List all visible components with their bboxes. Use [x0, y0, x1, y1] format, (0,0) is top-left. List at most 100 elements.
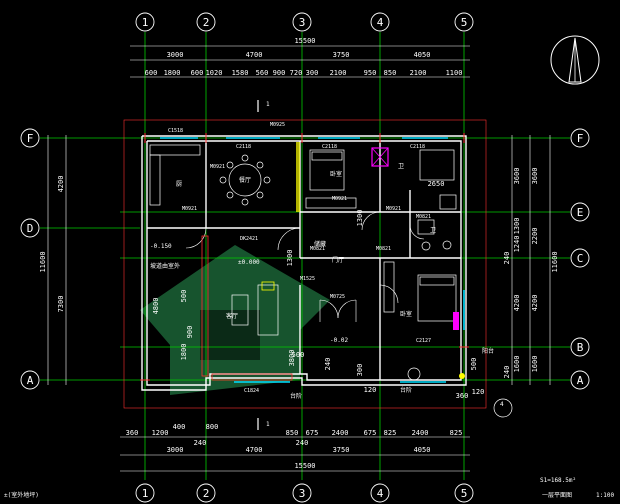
dim-local-7: 240 [324, 358, 332, 371]
dim-local-10: 3800 [288, 350, 296, 367]
dim-local-11: 120 [472, 388, 485, 396]
bubble-bottom-5: 5 [454, 483, 474, 503]
bubble-left-D: D [20, 218, 40, 238]
bubble-bottom-4-label: 4 [377, 487, 384, 500]
area-label: S1=168.5m² [540, 477, 576, 484]
elevation-3: -0.02 [330, 337, 348, 344]
dim-local-4: 500 [180, 290, 188, 303]
wardrobe-1 [305, 197, 357, 209]
dim-top-detail-4: 1020 [206, 69, 223, 77]
sofa-table [231, 294, 249, 326]
stair-left: 台阶 [290, 392, 302, 400]
dim-bottom-detail-9: 825 [384, 429, 397, 437]
bubble-top-3: 3 [292, 12, 312, 32]
color-markers [201, 142, 465, 381]
red-ticks [140, 133, 469, 381]
balcony-table [407, 367, 421, 381]
dim-local-1: 2650 [428, 180, 445, 188]
bubble-top-2: 2 [196, 12, 216, 32]
section-mark-4: 4 [500, 401, 504, 408]
dim-bottom-detail-7: 2400 [332, 429, 349, 437]
code-door-5: M0921 [386, 206, 401, 212]
dining-chair-8 [256, 191, 264, 199]
furniture [149, 144, 457, 381]
kitchen-counter-side [149, 154, 161, 206]
dim-local-3: 1300 [286, 250, 294, 267]
bubble-bottom-1: 1 [135, 483, 155, 503]
bubble-bottom-5-label: 5 [461, 487, 468, 500]
room-labels: 厨 餐厅 卧室 卫 卫 客厅 卧室 门厅 储藏 阳台 [176, 163, 494, 355]
section-mark-top: 1 [266, 101, 270, 108]
dim-top-detail-7: 900 [273, 69, 286, 77]
code-door-1: M0925 [270, 122, 285, 128]
dim-top-detail-3: 600 [191, 69, 204, 77]
door-arc-7 [409, 224, 425, 240]
code-door-8: M0821 [310, 246, 325, 252]
outer-frame [123, 119, 487, 409]
marker-magenta-1 [371, 147, 389, 167]
bubble-left-D-label: D [27, 222, 34, 235]
door-arc-3 [319, 299, 339, 319]
code-door-9: M0725 [330, 294, 345, 300]
sofa-main [257, 284, 279, 336]
dim-top-detail-9: 300 [306, 69, 319, 77]
code-window-4: C2118 [410, 144, 425, 150]
watermark-logo-window [200, 310, 260, 360]
dining-chair-2 [241, 198, 249, 206]
dim-bottom-sub-1: 240 [194, 439, 207, 447]
bubble-top-5-label: 5 [461, 16, 468, 29]
room-bath1: 卫 [398, 163, 404, 170]
dim-top-detail-11: 950 [364, 69, 377, 77]
bubble-top-3-label: 3 [299, 16, 306, 29]
bubble-bottom-3: 3 [292, 483, 312, 503]
bed-3 [417, 274, 457, 322]
windows [160, 137, 465, 383]
bottom-note: ±(室外地坪) [4, 491, 39, 499]
bubble-right-F: F [570, 128, 590, 148]
bubble-right-C-label: C [577, 252, 584, 265]
dim-local-13: 4800 [152, 298, 160, 315]
dim-top-detail-5: 1580 [232, 69, 249, 77]
axis-lines [40, 32, 570, 480]
room-living: 客厅 [226, 312, 238, 320]
dim-bottom-span-4: 4050 [414, 446, 431, 454]
bubble-right-E-label: E [577, 206, 584, 219]
bed-1 [309, 149, 345, 191]
outer-wall [141, 135, 467, 391]
marker-yellow-3 [459, 373, 465, 379]
opening-codes: M0925 M0921 M0921 M0921 M0921 M0821 M082… [168, 122, 431, 394]
dimension-lines [47, 45, 551, 472]
dim-bottom-sub-2: 240 [296, 439, 309, 447]
code-door-2: M0921 [182, 206, 197, 212]
dim-right-detail-3: 1240 [513, 236, 521, 253]
bubble-left-A: A [20, 370, 40, 390]
dim-right-detail-7: 240 [503, 366, 511, 379]
annotations: -0.150 ±0.000 -0.02 坡道由室外 台阶 台阶 1 1 4 S1… [4, 100, 614, 499]
bubble-bottom-2: 2 [196, 483, 216, 503]
marker-yellow-1 [296, 142, 300, 212]
dim-local-9: 120 [364, 386, 377, 394]
dim-top-detail-14: 1100 [446, 69, 463, 77]
dim-bottom-span-2: 4700 [246, 446, 263, 454]
room-dining: 餐厅 [239, 176, 251, 184]
dim-bottom-detail-8: 675 [364, 429, 377, 437]
section-circle-4 [493, 398, 513, 418]
bubble-bottom-4: 4 [370, 483, 390, 503]
dim-right-span-1: 3600 [531, 168, 539, 185]
dim-right-detail-6: 1600 [513, 356, 521, 373]
elevation-1: -0.150 [150, 243, 172, 250]
room-bath2: 卫 [430, 227, 436, 234]
dim-left-span-1: 4200 [57, 176, 65, 193]
bubble-bottom-3-label: 3 [299, 487, 306, 500]
stair-right: 台阶 [400, 386, 412, 394]
dim-bottom-overall: 15500 [294, 462, 315, 470]
code-window-3: C2118 [322, 144, 337, 150]
scale-label: 1:100 [596, 492, 614, 499]
dim-top-detail-2: 1800 [164, 69, 181, 77]
bed-2 [419, 149, 455, 181]
dim-top-span-3: 3750 [333, 51, 350, 59]
dim-local-14: 1800 [180, 344, 188, 361]
dim-local-15: 500 [470, 358, 478, 371]
dim-top-detail-12: 850 [384, 69, 397, 77]
